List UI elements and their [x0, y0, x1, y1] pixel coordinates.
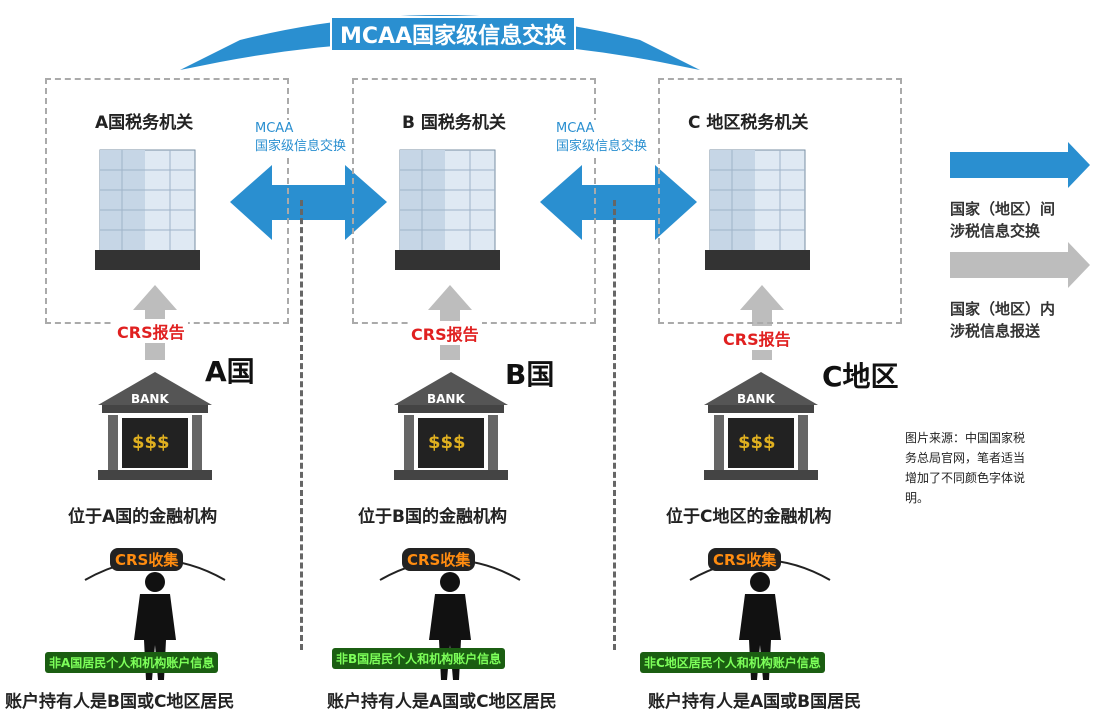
- country-label-c: C地区: [822, 360, 899, 393]
- legend-gray-arrow: [950, 242, 1090, 288]
- account-info-b: 非B国居民个人和机构账户信息: [332, 648, 506, 669]
- top-exchange-label: MCAA国家级信息交换: [330, 16, 577, 52]
- crs-collect-label: CRS收集: [402, 548, 476, 571]
- crs-report-label: CRS报告: [408, 321, 482, 345]
- crs-report-label: CRS报告: [720, 326, 794, 350]
- bank-money: $$$: [132, 432, 170, 453]
- bank-label: BANK: [427, 392, 465, 406]
- authority-box-c: [658, 78, 902, 324]
- crs-collect-label: CRS收集: [110, 548, 184, 571]
- authority-title-a: A国税务机关: [95, 113, 194, 133]
- divider: [300, 200, 303, 650]
- institution-label-b: 位于B国的金融机构: [358, 507, 507, 527]
- divider: [613, 200, 616, 650]
- bank-money: $$$: [738, 432, 776, 453]
- country-label-b: B国: [505, 358, 555, 391]
- building-icon: [95, 149, 200, 270]
- crs-report-label: CRS报告: [114, 319, 188, 343]
- legend-blue-text: 国家（地区）间涉税信息交换: [950, 200, 1056, 240]
- country-label-a: A国: [205, 355, 255, 388]
- authority-title-b: B 国税务机关: [402, 113, 506, 133]
- account-info-c: 非C地区居民个人和机构账户信息: [640, 652, 825, 673]
- legend-blue-arrow: [950, 142, 1090, 188]
- bank-label: BANK: [131, 392, 169, 406]
- institution-label-c: 位于C地区的金融机构: [666, 507, 832, 527]
- double-arrow-bc: [540, 165, 697, 240]
- double-arrow-ab: [230, 165, 387, 240]
- holder-label-a: 账户持有人是B国或C地区居民: [5, 692, 235, 712]
- crs-collect-label: CRS收集: [708, 548, 782, 571]
- legend-gray-text: 国家（地区）内涉税信息报送: [950, 300, 1056, 340]
- account-info-a: 非A国居民个人和机构账户信息: [45, 652, 219, 673]
- holder-label-c: 账户持有人是A国或B国居民: [648, 692, 862, 712]
- authority-title-c: C 地区税务机关: [688, 113, 809, 133]
- bank-money: $$$: [428, 432, 466, 453]
- bank-icon: [394, 372, 508, 480]
- bank-icon: [98, 372, 212, 480]
- person-silhouette-icon: [134, 572, 176, 680]
- holder-label-b: 账户持有人是A国或C地区居民: [327, 692, 557, 712]
- source-note: 图片来源：中国国家税务总局官网，笔者适当增加了不同颜色字体说明。: [905, 431, 1026, 505]
- institution-label-a: 位于A国的金融机构: [68, 507, 218, 527]
- bank-icon: [704, 372, 818, 480]
- bank-label: BANK: [737, 392, 775, 406]
